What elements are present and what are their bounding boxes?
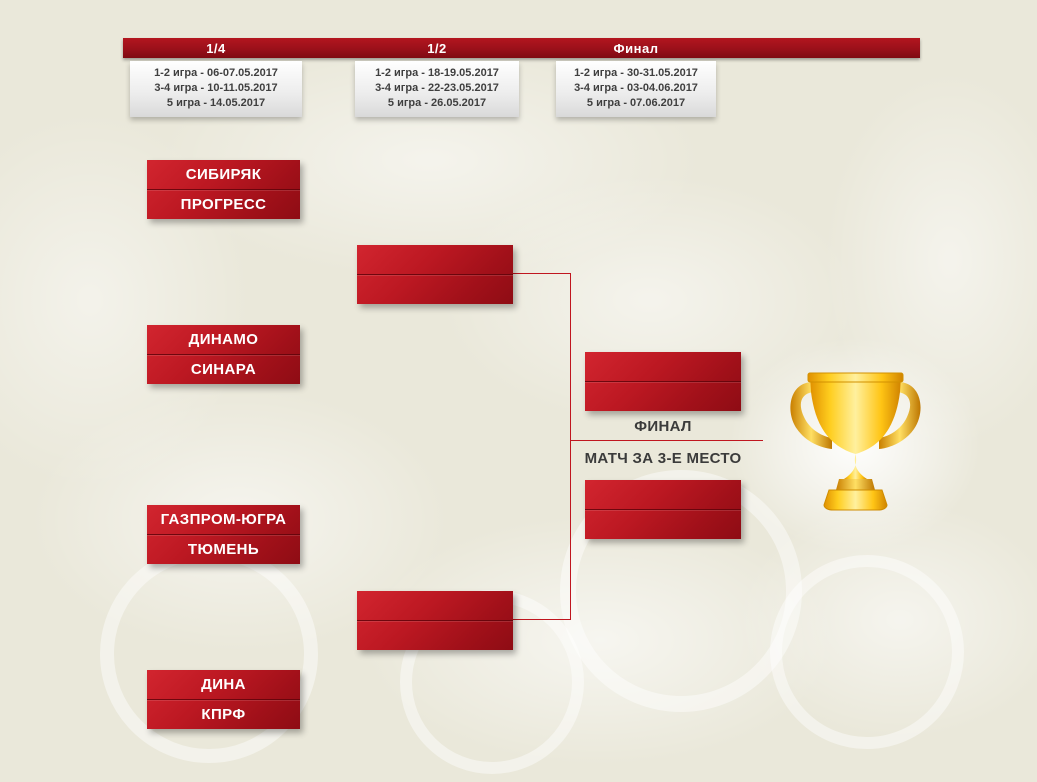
team-name-slot (357, 591, 513, 620)
date-line: 1-2 игра - 18-19.05.2017 (375, 67, 499, 79)
final-divider-line (570, 440, 763, 441)
team-name-slot (585, 352, 741, 381)
dates-final: 1-2 игра - 30-31.05.2017 3-4 игра - 03-0… (556, 61, 716, 117)
match-final (585, 352, 741, 411)
team-name: ГАЗПРОМ-ЮГРА (160, 511, 287, 528)
match-quarterfinal-3: ГАЗПРОМ-ЮГРА ТЮМЕНЬ (147, 505, 300, 564)
match-quarterfinal-1: СИБИРЯК ПРОГРЕСС (147, 160, 300, 219)
round-label-semifinals: 1/2 (427, 41, 447, 56)
round-label-final: Финал (613, 41, 659, 56)
dates-quarterfinals: 1-2 игра - 06-07.05.2017 3-4 игра - 10-1… (130, 61, 302, 117)
final-label: ФИНАЛ (634, 418, 692, 435)
trophy-icon (783, 368, 928, 526)
third-place-label: МАТЧ ЗА 3-Е МЕСТО (584, 450, 742, 467)
dates-semifinals: 1-2 игра - 18-19.05.2017 3-4 игра - 22-2… (355, 61, 519, 117)
team-name-slot (585, 381, 741, 411)
rounds-header-bar (123, 38, 920, 58)
date-line: 1-2 игра - 30-31.05.2017 (574, 67, 698, 79)
team-name-slot (585, 509, 741, 539)
date-line: 3-4 игра - 03-04.06.2017 (574, 82, 698, 94)
round-label-quarterfinals: 1/4 (206, 41, 226, 56)
team-name-slot (357, 620, 513, 650)
team-name: СИНАРА (147, 354, 300, 384)
connector-line (570, 273, 571, 620)
date-line: 1-2 игра - 06-07.05.2017 (154, 67, 278, 79)
team-name: ПРОГРЕСС (147, 189, 300, 219)
match-third-place (585, 480, 741, 539)
connector-line (513, 273, 570, 274)
medal-ring-decoration (770, 555, 964, 749)
team-name: ДИНА (201, 676, 246, 693)
date-line: 5 игра - 07.06.2017 (586, 97, 686, 109)
date-line: 3-4 игра - 22-23.05.2017 (375, 82, 499, 94)
match-quarterfinal-2: ДИНАМО СИНАРА (147, 325, 300, 384)
match-semifinal-1 (357, 245, 513, 304)
match-quarterfinal-4: ДИНА КПРФ (147, 670, 300, 729)
date-line: 3-4 игра - 10-11.05.2017 (154, 82, 278, 94)
team-name: ТЮМЕНЬ (147, 534, 300, 564)
team-name-slot (585, 480, 741, 509)
team-name-slot (357, 245, 513, 274)
team-name: ДИНАМО (188, 331, 259, 348)
date-line: 5 игра - 26.05.2017 (387, 97, 487, 109)
connector-line (513, 619, 570, 620)
team-name-slot (357, 274, 513, 304)
match-semifinal-2 (357, 591, 513, 650)
team-name: КПРФ (147, 699, 300, 729)
team-name: СИБИРЯК (185, 166, 262, 183)
medal-ring-decoration (100, 545, 318, 763)
date-line: 5 игра - 14.05.2017 (166, 97, 266, 109)
